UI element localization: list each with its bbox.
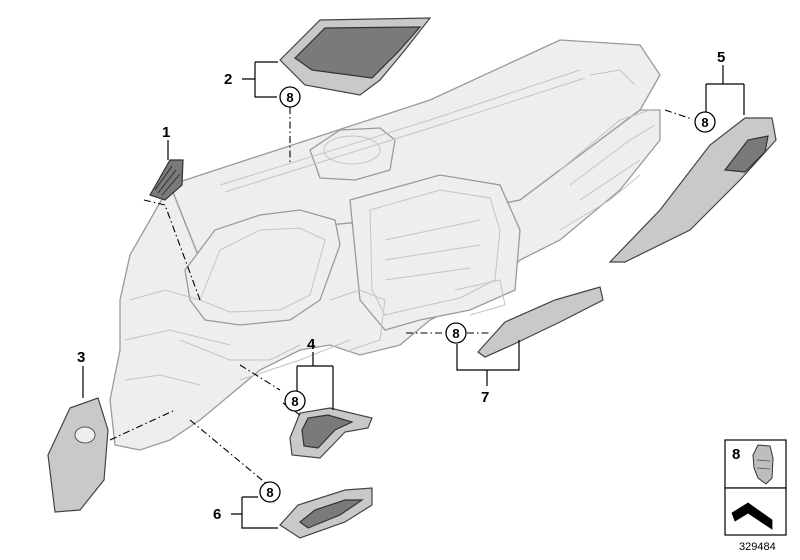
circled-ref-near-7: 8 — [445, 322, 467, 344]
part-2-speaker-grille — [279, 17, 432, 96]
svg-text:2: 2 — [224, 71, 232, 88]
callout-7: 7 — [456, 340, 520, 406]
svg-text:8: 8 — [701, 115, 708, 130]
circled-ref-near-6: 8 — [259, 481, 281, 503]
callout-3: 3 — [77, 349, 85, 398]
circled-ref-near-2: 8 — [279, 86, 301, 108]
callout-2: 2 — [224, 61, 278, 98]
fastener-symbol-icon — [731, 502, 773, 530]
callout-4: 4 — [296, 336, 334, 410]
part-6-lower-trim — [279, 487, 373, 539]
legend-part-8-box: 8 — [724, 439, 787, 489]
callout-6: 6 — [213, 496, 278, 529]
svg-text:8: 8 — [732, 446, 740, 463]
callout-1: 1 — [162, 124, 170, 160]
assembly-lines — [109, 107, 693, 486]
clip-part-icon — [752, 444, 774, 485]
svg-text:3: 3 — [77, 349, 85, 366]
svg-text:4: 4 — [307, 336, 316, 353]
document-number: 329484 — [739, 541, 776, 553]
part-5-passenger-trim — [608, 117, 777, 263]
svg-text:1: 1 — [162, 124, 170, 141]
circled-ref-near-4: 8 — [284, 390, 306, 412]
svg-text:8: 8 — [291, 394, 298, 409]
circled-ref-near-5: 8 — [694, 111, 716, 133]
dashboard-carrier — [109, 39, 661, 451]
svg-text:8: 8 — [452, 326, 459, 341]
callout-5: 5 — [705, 49, 745, 115]
svg-text:8: 8 — [286, 90, 293, 105]
part-7-glovebox-trim — [477, 286, 604, 358]
svg-text:7: 7 — [481, 389, 489, 406]
svg-text:8: 8 — [266, 485, 273, 500]
svg-text:5: 5 — [717, 49, 725, 66]
part-3-end-panel — [47, 397, 109, 513]
part-4-center-trim — [289, 407, 373, 459]
legend-symbol-box — [724, 487, 787, 536]
svg-text:6: 6 — [213, 506, 221, 523]
part-1-vent-grille — [149, 159, 184, 201]
